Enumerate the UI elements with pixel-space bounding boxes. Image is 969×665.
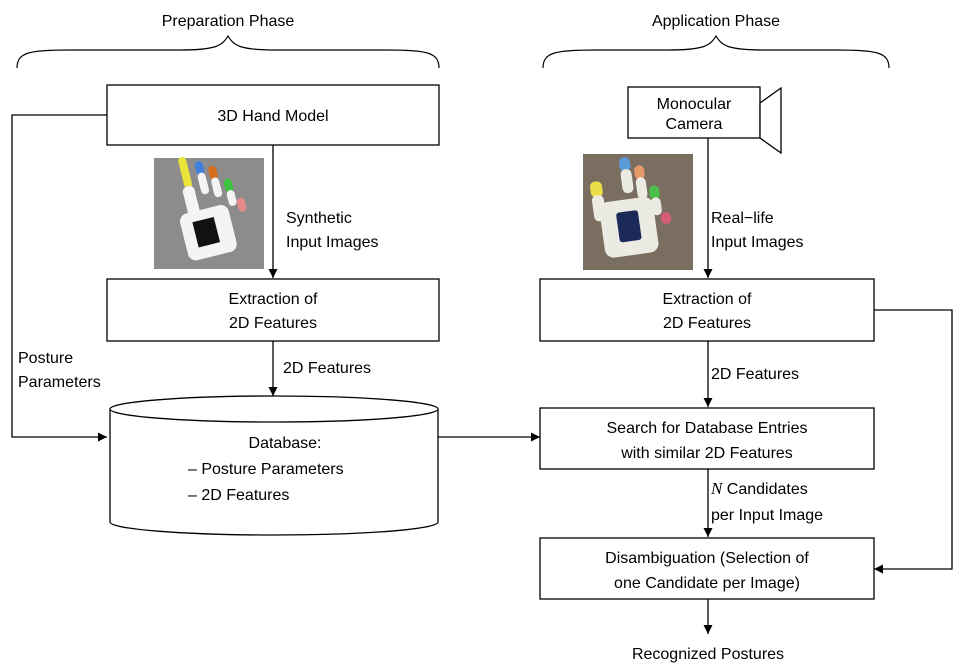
- extraction-bypass-line: [874, 309, 953, 574]
- candidates-n: N: [710, 479, 724, 498]
- candidates-label-1: N Candidates: [710, 479, 808, 498]
- application-phase-title: Application Phase: [652, 13, 780, 30]
- real-life-label-1: Real−life: [711, 210, 774, 227]
- recognized-postures-label: Recognized Postures: [632, 646, 784, 663]
- app-extraction-label-2: 2D Features: [663, 315, 751, 332]
- camera-lens: [759, 86, 782, 155]
- prep-extraction-label-1: Extraction of: [229, 291, 318, 308]
- posture-label-2: Parameters: [18, 374, 101, 391]
- camera-label-1: Monocular: [657, 96, 732, 113]
- disambiguation-label-1: Disambiguation (Selection of: [605, 550, 809, 567]
- candidates-text: Candidates: [722, 481, 807, 498]
- prep-extraction-box: [106, 278, 440, 342]
- candidates-label-2: per Input Image: [711, 507, 823, 524]
- real-life-label-2: Input Images: [711, 234, 804, 251]
- synthetic-hand-image: [154, 156, 264, 269]
- preparation-phase-title: Preparation Phase: [162, 13, 295, 30]
- search-label-1: Search for Database Entries: [607, 420, 808, 437]
- database-title: Database:: [249, 435, 322, 452]
- search-label-2: with similar 2D Features: [620, 445, 793, 462]
- application-brace: [542, 34, 890, 69]
- prep-features-label: 2D Features: [283, 360, 371, 377]
- synthetic-images-label-1: Synthetic: [286, 210, 352, 227]
- posture-parameters-line: [11, 114, 107, 442]
- synthetic-images-label-2: Input Images: [286, 234, 379, 251]
- hand-model-box: [106, 84, 440, 146]
- app-extraction-box: [539, 278, 875, 342]
- app-features-label: 2D Features: [711, 366, 799, 383]
- database-item-posture: – Posture Parameters: [188, 461, 344, 478]
- camera-box: [627, 86, 761, 139]
- posture-label-1: Posture: [18, 350, 73, 367]
- hand-model-label: 3D Hand Model: [217, 108, 328, 125]
- disambiguation-box: [539, 537, 875, 600]
- database-item-features: – 2D Features: [188, 487, 289, 504]
- real-life-hand-image: [583, 154, 693, 270]
- database-cylinder: [109, 395, 439, 536]
- disambiguation-label-2: one Candidate per Image): [614, 575, 800, 592]
- preparation-brace: [16, 34, 440, 69]
- camera-label-2: Camera: [666, 116, 723, 133]
- app-extraction-label-1: Extraction of: [663, 291, 752, 308]
- prep-extraction-label-2: 2D Features: [229, 315, 317, 332]
- search-box: [539, 407, 875, 470]
